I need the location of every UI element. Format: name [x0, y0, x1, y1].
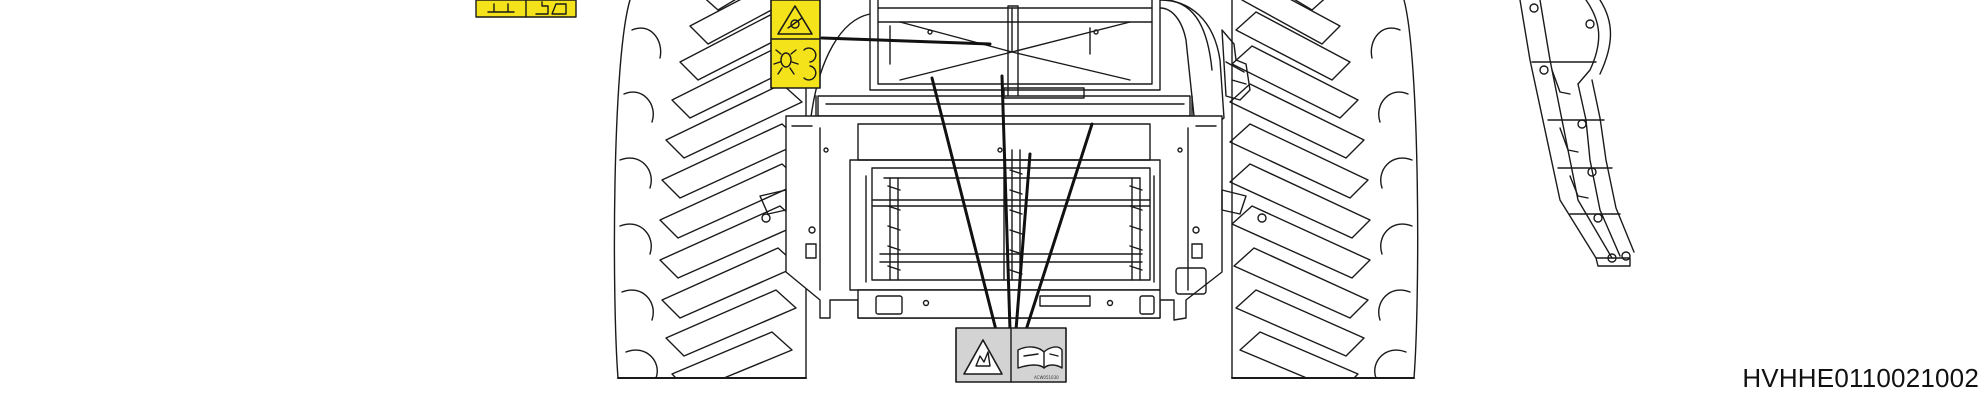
explosion-hazard-icon: [963, 339, 1003, 375]
rotating-part-hazard-icon: [777, 5, 813, 35]
machine-rear-frame: [759, 0, 1267, 321]
machine-warning-decal-icon: [487, 1, 567, 15]
access-ladder: [1519, 0, 1635, 267]
rail-posts: [887, 139, 1143, 281]
read-manual-icon: [1017, 346, 1063, 369]
right-tire-tread: [1229, 0, 1413, 378]
upper-warning-decal: [770, 0, 821, 89]
insect-symbol-icon: [773, 47, 817, 81]
right-tire: [1229, 0, 1419, 379]
left-tire: [613, 0, 807, 379]
lower-safety-decal: [955, 327, 1067, 383]
leader-lines: [820, 36, 1094, 332]
decal-code-label: ACW051030: [1034, 375, 1059, 380]
figure-reference-code: HVHHE0110021002: [1742, 363, 1979, 393]
top-left-warning-decal: [475, 0, 577, 18]
